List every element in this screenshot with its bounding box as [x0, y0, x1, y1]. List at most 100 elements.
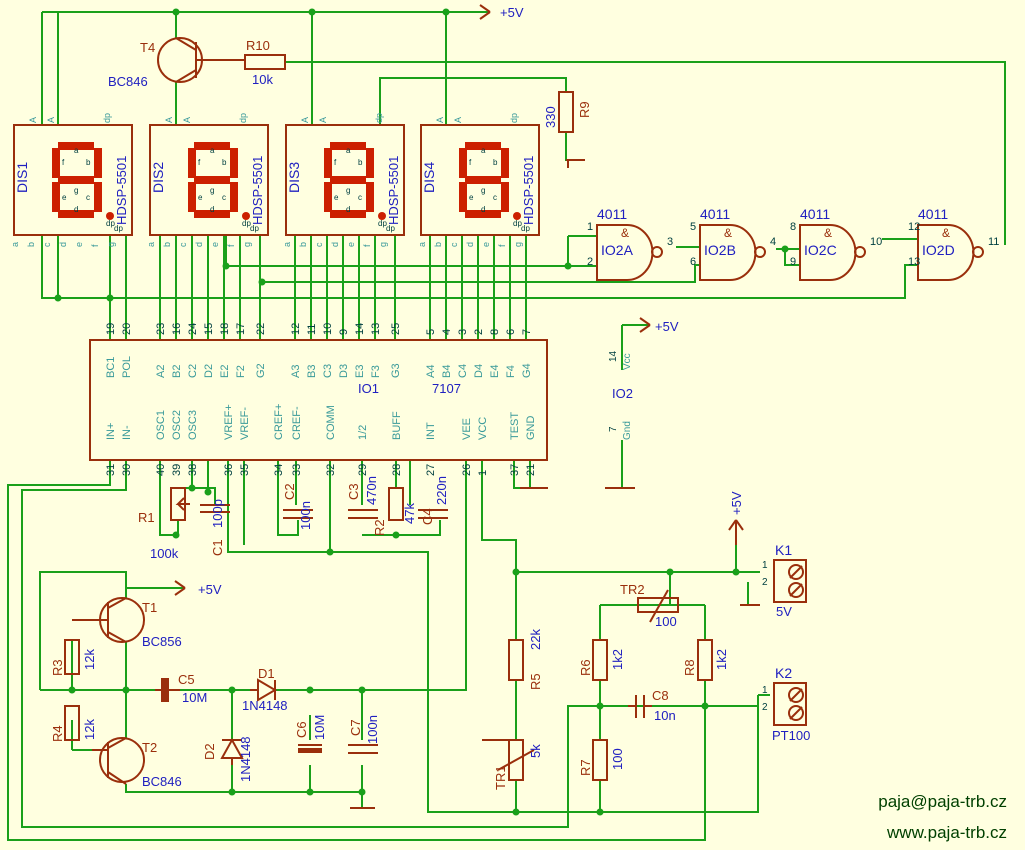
ic1-bottom-pin-name: OSC3: [187, 410, 199, 440]
gate-symbol: &: [942, 226, 950, 240]
segment-label: e: [469, 193, 474, 202]
gate-ref: IO2B: [704, 242, 736, 258]
ic1-top-pin-number: 5: [425, 329, 437, 335]
r6-ref: R6: [578, 659, 593, 676]
gate-pin-in2: 13: [908, 256, 920, 268]
segment-label: c: [358, 193, 362, 202]
segment-label: b: [358, 158, 363, 167]
ic1-top-pin-number: 22: [255, 323, 267, 335]
ic1-bottom-pin-number: 39: [171, 464, 183, 476]
segment-label: d: [346, 205, 350, 214]
gate-ref: IO2C: [804, 242, 837, 258]
ic1-bottom-pin-number: 27: [425, 464, 437, 476]
ic1-bottom-pin-number: 30: [121, 464, 133, 476]
display-pin-bottom: e: [210, 242, 220, 247]
k1-label: 5V: [776, 604, 792, 619]
k2-pin2: 2: [762, 702, 768, 713]
ic1-top-pin-number: 4: [441, 329, 453, 335]
gate-pin-out: 3: [667, 236, 673, 248]
gate-symbol: &: [724, 226, 732, 240]
gate-type: 4011: [597, 206, 627, 222]
tr2-ref: TR2: [620, 582, 645, 597]
ic1-7107: 19BC120POL23A216B224C215D218E217F222G212…: [89, 323, 548, 476]
segment: [330, 176, 366, 184]
display-pin-bottom: b: [162, 242, 172, 247]
segment-label: a: [346, 146, 351, 155]
display-pin-top: A: [300, 117, 310, 123]
display-pin-bottom: a: [146, 242, 156, 247]
display-pin-top: A: [435, 117, 445, 123]
ic1-bottom-pin-name: INT: [425, 422, 437, 440]
ic1-bottom-pin-number: 26: [461, 464, 473, 476]
segment-dp: [513, 212, 521, 220]
ic1-bottom-pin-name: 1/2: [357, 425, 369, 440]
ic1-top-pin-name: POL: [121, 356, 133, 378]
segment-label: d: [210, 205, 214, 214]
display-ref: DIS2: [150, 162, 166, 193]
display-ref: DIS1: [14, 162, 30, 193]
r8-value: 1k2: [714, 649, 729, 670]
display-pin-top: A: [28, 117, 38, 123]
io2-vcc-pin: 14: [608, 350, 619, 362]
display-ref: DIS4: [421, 162, 437, 193]
segment-label: g: [346, 186, 350, 195]
display-pin-bottom: f: [362, 244, 372, 247]
segment: [58, 142, 94, 150]
gate-type: 4011: [700, 206, 730, 222]
c3-ref: C3: [346, 483, 361, 500]
ic1-bottom-pin-name: CREF-: [291, 406, 303, 440]
ic1-top-pin-number: 14: [354, 323, 366, 335]
display-pin-bottom: g: [378, 242, 388, 247]
segment: [94, 182, 102, 212]
segment-label: c: [222, 193, 226, 202]
r2-ref: R2: [372, 519, 387, 536]
wires: [7, 11, 1006, 841]
ic1-top-pin-name: A4: [425, 365, 437, 378]
r3-ref: R3: [50, 659, 65, 676]
transistor-t2: T2 BC846: [92, 737, 182, 789]
d1-part: 1N4148: [242, 698, 288, 713]
display-pin-bottom: d: [465, 242, 475, 247]
footer-web: www.paja-trb.cz: [887, 823, 1007, 842]
ic1-bottom-pin-name: VEE: [461, 418, 473, 440]
segment: [188, 182, 196, 212]
ic1-top-pin-name: C2: [187, 364, 199, 378]
io2-vcc-name: Vcc: [622, 353, 633, 370]
ic1-top-pin-number: 20: [121, 323, 133, 335]
segment-label: g: [210, 186, 214, 195]
ic1-top-pin-name: G2: [255, 363, 267, 378]
display-pin-bottom: d: [58, 242, 68, 247]
ic1-bottom-pin-number: 28: [391, 464, 403, 476]
ic1-top-pin-name: BC1: [105, 357, 117, 378]
display-pin-bottom: e: [346, 242, 356, 247]
supply-label-k1: +5V: [729, 491, 744, 515]
display-pin-top: dp: [238, 113, 248, 123]
supply-label-top: +5V: [500, 5, 524, 20]
ic1-bottom-pin-name: CREF+: [273, 404, 285, 440]
segment-label: dp: [106, 219, 115, 228]
r9-value: 330: [543, 106, 558, 128]
nand-gates: 4011&IO2A1234011&IO2B5644011&IO2C8910401…: [587, 206, 999, 281]
display-pin-bottom: c: [314, 242, 324, 247]
r10-value: 10k: [252, 72, 273, 87]
diodes: D1 1N4148 D2 1N4148: [202, 666, 288, 782]
display-pin-bottom: f: [226, 244, 236, 247]
gate-symbol: &: [824, 226, 832, 240]
display-pin-bottom: b: [26, 242, 36, 247]
ic1-top-pin-number: 12: [290, 323, 302, 335]
r10-ref: R10: [246, 38, 270, 53]
r3-value: 12k: [82, 649, 97, 670]
c4-value: 220n: [434, 476, 449, 505]
segment: [188, 148, 196, 178]
gate-pin-in1: 5: [690, 221, 696, 233]
d2-part: 1N4148: [238, 736, 253, 782]
ic1-bottom-pin-number: 1: [477, 470, 489, 476]
r4-ref: R4: [50, 725, 65, 742]
c5-ref: C5: [178, 672, 195, 687]
segment-label: dp: [242, 219, 251, 228]
c6-ref: C6: [294, 721, 309, 738]
r5-ref: R5: [528, 673, 543, 690]
